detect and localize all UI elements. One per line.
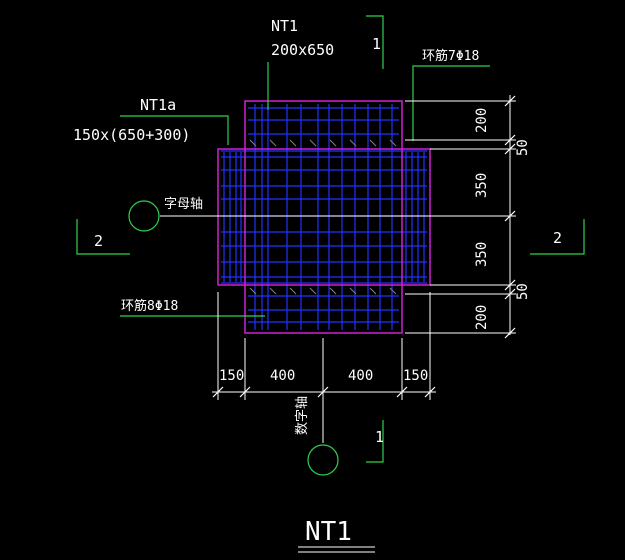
section-mark-2-right: 2 <box>553 229 562 247</box>
stirrup-mark-bottom-5 <box>349 287 357 295</box>
haunch-label-leader <box>120 115 229 145</box>
dim-right-50-bottom: 50 <box>515 283 531 300</box>
dim-bottom-400-left: 400 <box>270 368 295 384</box>
column-outline <box>244 100 403 334</box>
dim-bottom-150-left: 150 <box>219 368 244 384</box>
stirrup-mark-bottom-2 <box>289 287 297 295</box>
letter-axis-bubble <box>128 200 160 232</box>
dim-tick-right-3 <box>504 210 516 222</box>
dimension-lines <box>212 95 516 553</box>
leaders <box>76 15 585 476</box>
dim-tick-right-5 <box>504 288 516 300</box>
haunch-name-label: NT1a <box>140 96 176 114</box>
column-name-label: NT1 <box>271 17 298 35</box>
dim-right-200-bottom: 200 <box>474 305 490 330</box>
dimension-ticks <box>212 95 516 398</box>
dim-tick-bottom-0 <box>212 386 224 398</box>
section-mark-1-bottom-line <box>366 420 384 463</box>
drawing-title: NT1 <box>305 517 352 547</box>
number-axis-label: 数字轴 <box>295 396 310 435</box>
stirrup-mark-bottom-4 <box>329 287 337 295</box>
dim-tick-bottom-1 <box>239 386 251 398</box>
stirrup-mark-top-0 <box>249 139 257 147</box>
dim-bottom-150-right: 150 <box>403 368 428 384</box>
dim-bottom-400-right: 400 <box>348 368 373 384</box>
stirrup-mark-top-2 <box>289 139 297 147</box>
stirrup-mark-bottom-1 <box>269 287 277 295</box>
stirrup-mark-top-3 <box>309 139 317 147</box>
stirrup-mark-top-5 <box>349 139 357 147</box>
dim-right-350-bottom: 350 <box>474 242 490 267</box>
ring-bar-top-leader <box>412 65 490 141</box>
ring-bar-top-label: 环筋7Φ18 <box>422 48 479 64</box>
section-outline <box>217 100 431 334</box>
section-mark-1-top-line <box>366 15 384 69</box>
number-axis-bubble <box>307 444 339 476</box>
dim-tick-bottom-4 <box>424 386 436 398</box>
stirrup-mark-bottom-0 <box>249 287 257 295</box>
stirrup-mark-top-6 <box>369 139 377 147</box>
section-mark-2-right-line <box>530 219 585 255</box>
dim-right-200-top: 200 <box>474 108 490 133</box>
ring-bar-bottom-label: 环筋8Φ18 <box>121 298 178 314</box>
dim-right-50-top: 50 <box>515 139 531 156</box>
dim-right-350-top: 350 <box>474 173 490 198</box>
stirrup-mark-bottom-7 <box>389 287 397 295</box>
stirrup-mark-bottom-6 <box>369 287 377 295</box>
stirrup-ties <box>249 139 397 295</box>
dim-tick-right-1 <box>504 134 516 146</box>
dim-tick-right-6 <box>504 327 516 339</box>
haunch-outline <box>217 148 431 286</box>
dim-tick-right-0 <box>504 95 516 107</box>
section-mark-1-bottom: 1 <box>375 428 384 446</box>
haunch-size-label: 150x(650+300) <box>73 126 190 144</box>
letter-axis-label: 字母轴 <box>164 197 203 212</box>
section-mark-2-left: 2 <box>94 232 103 250</box>
dim-tick-bottom-2 <box>317 386 329 398</box>
dim-tick-bottom-3 <box>396 386 408 398</box>
stirrup-mark-top-1 <box>269 139 277 147</box>
section-mark-1-top: 1 <box>372 35 381 53</box>
stirrup-mark-top-7 <box>389 139 397 147</box>
dim-tick-right-2 <box>504 143 516 155</box>
stirrup-mark-bottom-3 <box>309 287 317 295</box>
section-mark-2-left-line <box>76 219 130 255</box>
dim-tick-right-4 <box>504 279 516 291</box>
stirrup-mark-top-4 <box>329 139 337 147</box>
column-size-label: 200x650 <box>271 41 334 59</box>
